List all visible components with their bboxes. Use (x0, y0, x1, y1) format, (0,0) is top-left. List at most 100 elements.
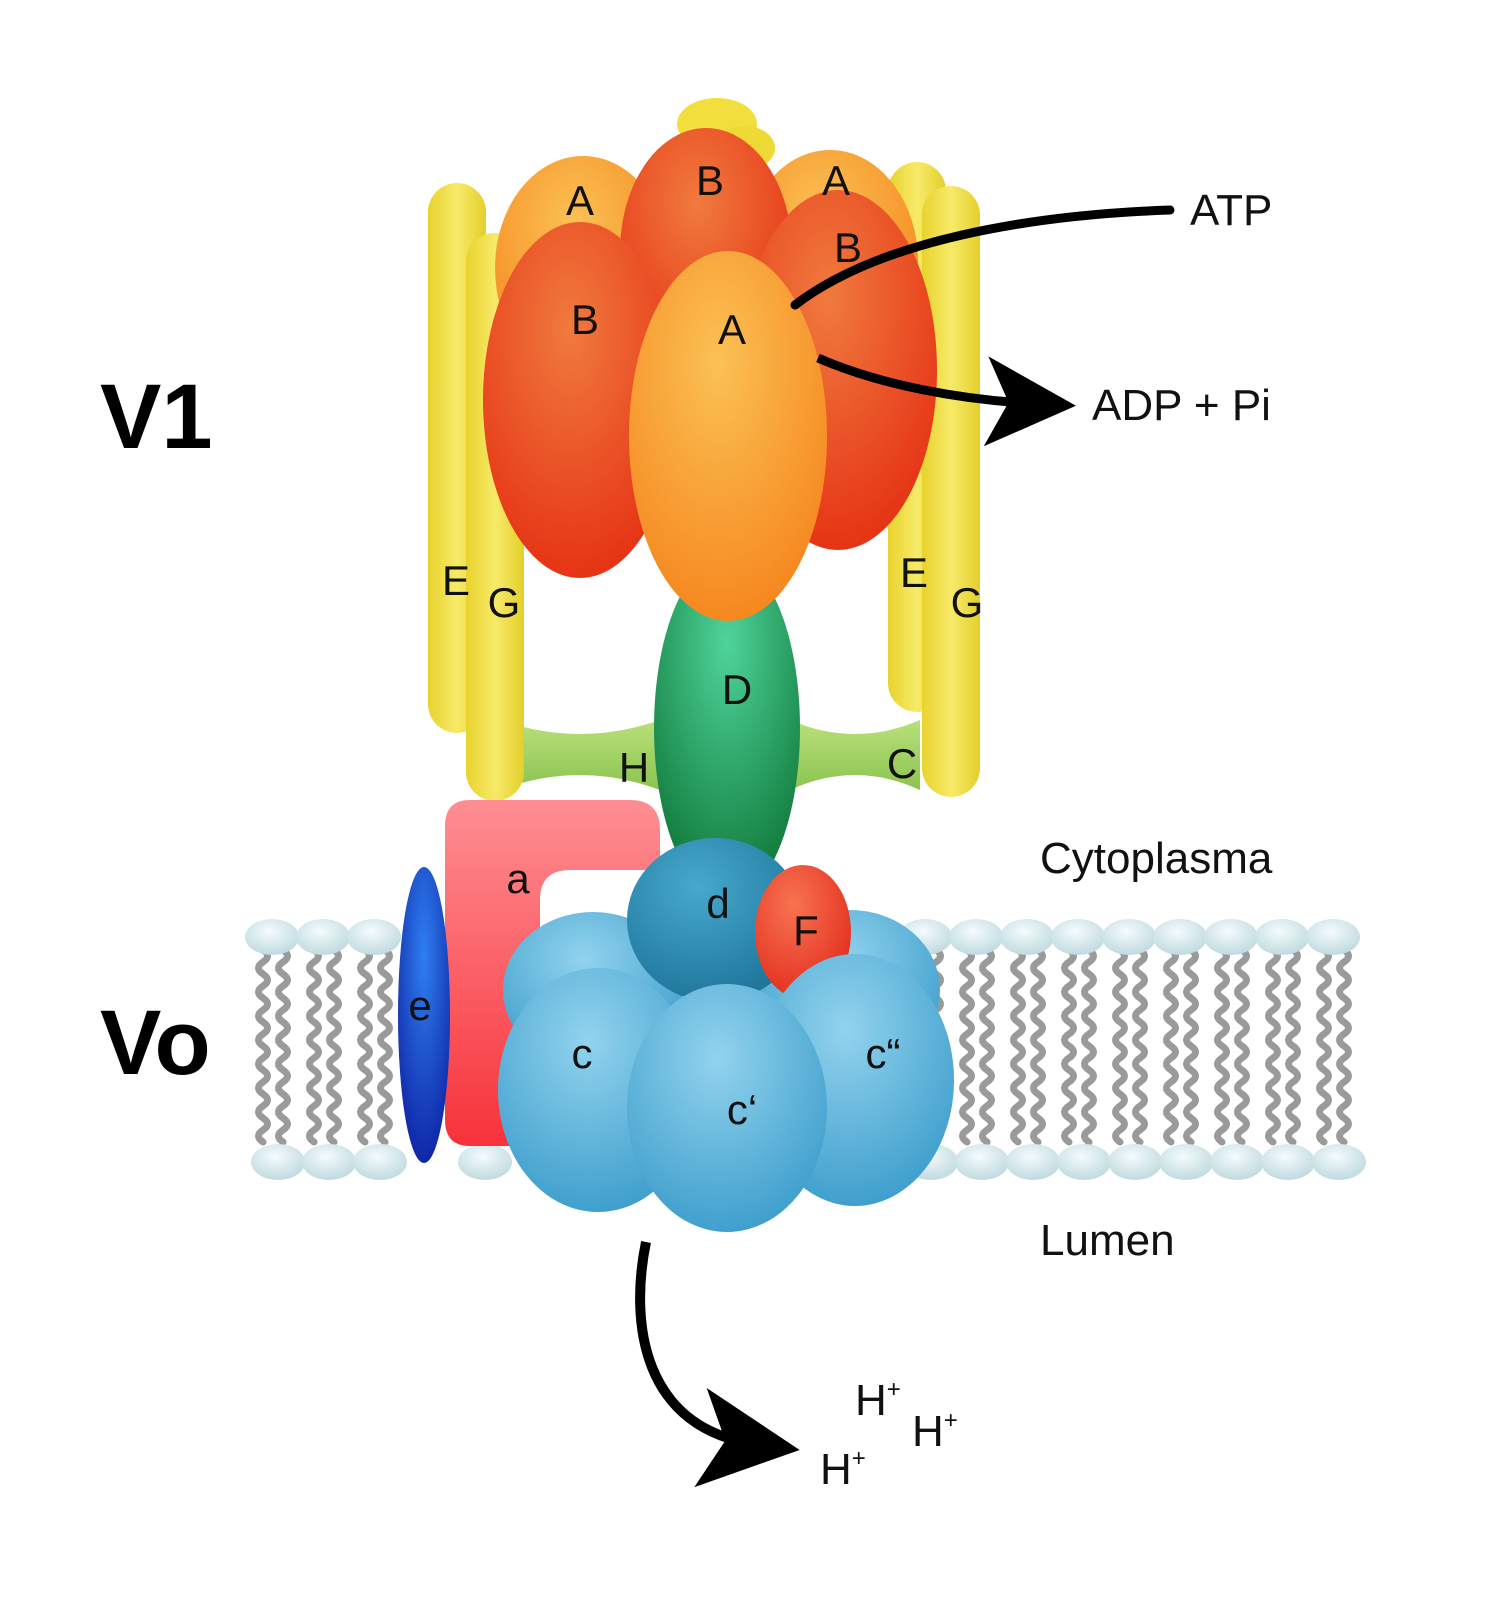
lipid-tail-12 (1030, 946, 1046, 1146)
lipid-head-top-23 (1255, 919, 1309, 955)
lipid-tail-21 (1265, 946, 1281, 1146)
subunit-a-front (629, 251, 827, 621)
subunit-d-small (627, 838, 803, 1002)
label-g-right: G (951, 579, 984, 626)
proton-3-charge: + (852, 1445, 866, 1472)
lipid-tail-5 (377, 946, 393, 1146)
lipid-tail-3 (326, 946, 342, 1146)
lipid-head-top-13 (1000, 919, 1054, 955)
lipid-tail-1 (275, 946, 291, 1146)
lipid-head-bottom-13 (1006, 1144, 1060, 1180)
lipid-head-bottom-19 (1159, 1144, 1213, 1180)
label-e-left: E (442, 557, 470, 604)
lipid-head-top-21 (1204, 919, 1258, 955)
lipid-head-top-19 (1153, 919, 1207, 955)
label-g-left: G (488, 579, 521, 626)
label-b-front-right: B (834, 224, 862, 271)
label-d-small: d (706, 880, 729, 927)
lipid-head-bottom-23 (1261, 1144, 1315, 1180)
lipid-head-top-6 (347, 919, 401, 955)
lipid-tail-19 (1214, 946, 1230, 1146)
lipid-tail-0 (255, 946, 271, 1146)
subunit-e (398, 867, 450, 1163)
label-d-central: D (722, 666, 752, 713)
proton-3: H+ (820, 1445, 866, 1494)
lipid-tail-14 (1081, 946, 1097, 1146)
lipid-tail-9 (959, 946, 975, 1146)
lipid-head-top-11 (949, 919, 1003, 955)
lipid-tail-16 (1132, 946, 1148, 1146)
lipid-tail-10 (979, 946, 995, 1146)
svg-text:H+: H+ (855, 1376, 901, 1425)
lipid-tail-13 (1061, 946, 1077, 1146)
adp-arrow (816, 353, 1076, 447)
label-a-front: A (718, 306, 746, 353)
proton-2-charge: + (944, 1407, 958, 1434)
lipid-tail-22 (1285, 946, 1301, 1146)
lipid-head-bottom-15 (1057, 1144, 1111, 1180)
label-c-double-prime: c“ (866, 1030, 901, 1077)
lipid-tail-20 (1234, 946, 1250, 1146)
lipid-head-top-4 (296, 919, 350, 955)
label-a-back-left: A (566, 177, 594, 224)
lumen-label: Lumen (1040, 1216, 1175, 1265)
lipid-head-bottom-21 (1210, 1144, 1264, 1180)
label-e-small: e (408, 982, 431, 1029)
subunit-h (500, 720, 660, 790)
label-a-hook: a (506, 855, 530, 902)
label-b-back: B (696, 157, 724, 204)
subunit-a-hook (445, 800, 660, 1146)
svg-text:H+: H+ (820, 1445, 866, 1494)
label-f: F (793, 907, 819, 954)
lipid-head-bottom-2 (251, 1144, 305, 1180)
lipid-tails (255, 946, 1352, 1146)
cytoplasm-label: Cytoplasma (1040, 834, 1273, 883)
adp-pi-label: ADP + Pi (1092, 381, 1271, 430)
label-c-connector: C (887, 740, 917, 787)
label-a-back-right: A (822, 157, 850, 204)
lipid-head-bottom-4 (302, 1144, 356, 1180)
label-h: H (619, 744, 649, 791)
lipid-tail-17 (1163, 946, 1179, 1146)
membrane (245, 919, 1366, 1180)
proton-1: H+ (855, 1376, 901, 1425)
section-label-vo: Vo (100, 992, 211, 1094)
proton-arrow (635, 1240, 800, 1488)
label-c: c (572, 1030, 593, 1077)
lipid-head-top-2 (245, 919, 299, 955)
label-b-front-left: B (571, 296, 599, 343)
lipid-head-bottom-6 (353, 1144, 407, 1180)
lipid-head-top-15 (1051, 919, 1105, 955)
stalk-g-right (922, 186, 980, 797)
lipid-tail-11 (1010, 946, 1026, 1146)
lipid-tail-2 (306, 946, 322, 1146)
proton-2: H+ (912, 1407, 958, 1456)
proton-1-charge: + (887, 1376, 901, 1403)
subunit-d-central (654, 556, 800, 900)
proton-2-base: H (912, 1407, 944, 1456)
atp-label: ATP (1190, 186, 1272, 235)
lipid-head-bottom-25 (1312, 1144, 1366, 1180)
lipid-tail-4 (357, 946, 373, 1146)
lipid-tail-18 (1183, 946, 1199, 1146)
lipid-tail-24 (1336, 946, 1352, 1146)
subunit-b-front-left (483, 222, 677, 578)
svg-text:H+: H+ (912, 1407, 958, 1456)
subunit-c-connector (790, 720, 920, 790)
c-prime-subunit (627, 984, 827, 1232)
proton-1-base: H (855, 1376, 887, 1425)
label-e-right: E (900, 549, 928, 596)
atp-arrow (790, 205, 1175, 310)
lipid-head-bottom-17 (1108, 1144, 1162, 1180)
label-c-prime: c‘ (727, 1086, 757, 1133)
section-label-v1: V1 (100, 366, 213, 468)
lipid-head-top-17 (1102, 919, 1156, 955)
lipid-head-bottom-6 (458, 1144, 512, 1180)
lipid-head-bottom-11 (955, 1144, 1009, 1180)
lipid-tail-15 (1112, 946, 1128, 1146)
lipid-head-top-25 (1306, 919, 1360, 955)
proton-3-base: H (820, 1445, 852, 1494)
lipid-tail-23 (1316, 946, 1332, 1146)
lipid-heads-bottom (251, 1144, 1366, 1180)
